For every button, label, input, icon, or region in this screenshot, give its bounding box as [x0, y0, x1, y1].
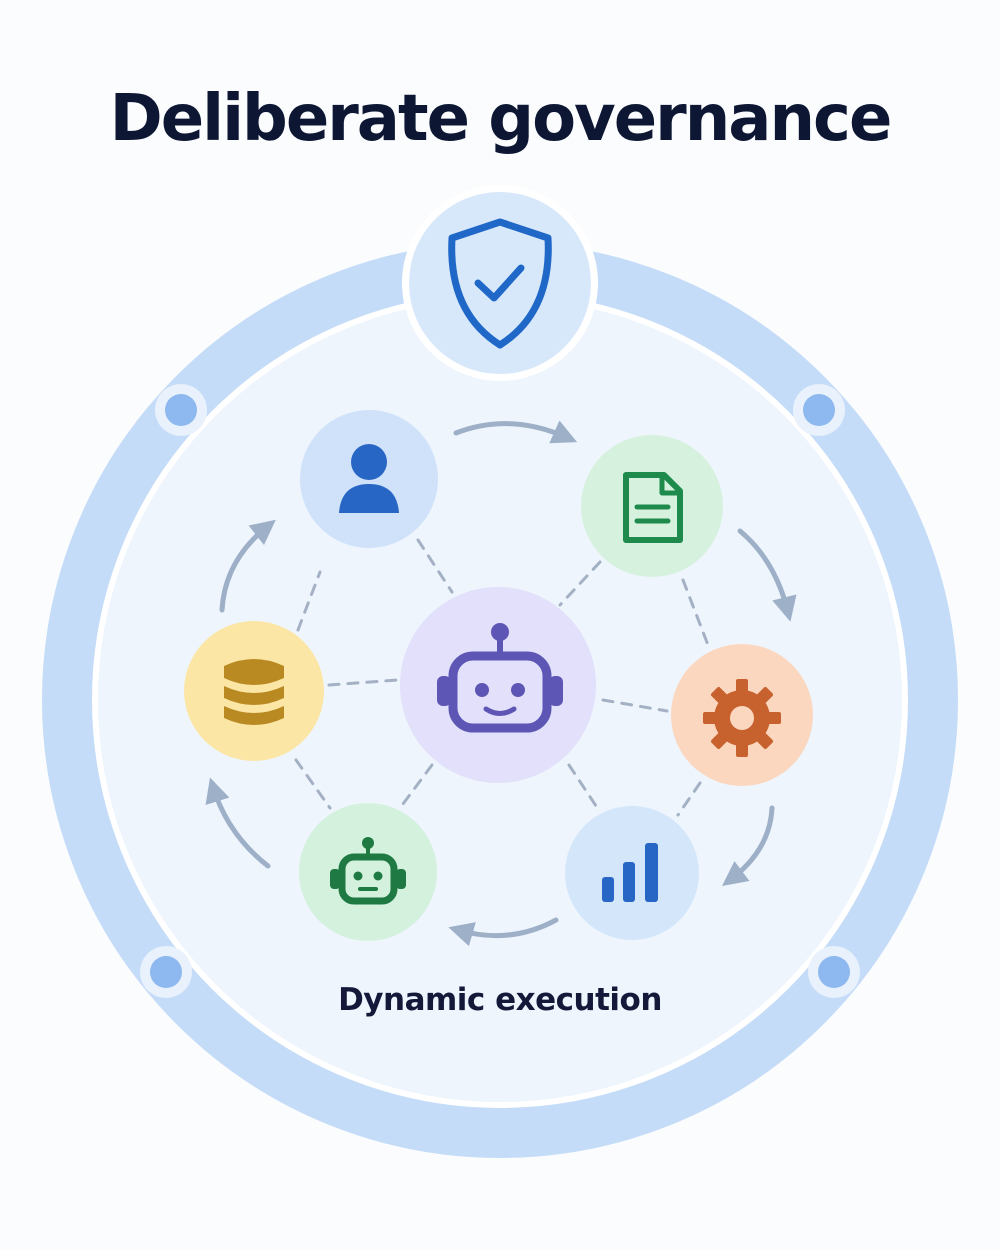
ring-dot — [793, 384, 845, 436]
shield-badge — [402, 185, 598, 381]
node-core-agent — [400, 587, 596, 783]
ring-dot — [140, 946, 192, 998]
node-user — [300, 410, 438, 548]
ring-dot — [808, 946, 860, 998]
diagram-label: Dynamic execution — [338, 982, 662, 1018]
user-icon — [339, 444, 399, 513]
node-document — [581, 435, 723, 577]
node-analytics — [565, 806, 699, 940]
document-icon — [623, 472, 683, 543]
node-settings — [671, 644, 813, 786]
database-icon — [224, 659, 284, 725]
robot-icon — [437, 623, 563, 733]
page-title: Deliberate governance — [109, 82, 893, 156]
connector-lines — [294, 538, 710, 817]
bar-chart-icon — [602, 843, 658, 902]
flow-arrows — [205, 420, 797, 947]
ring-dot — [155, 384, 207, 436]
node-bot — [299, 803, 437, 941]
node-database — [184, 621, 324, 761]
small-robot-icon — [330, 837, 406, 905]
gear-icon — [703, 679, 781, 757]
shield-check-icon — [448, 218, 552, 349]
